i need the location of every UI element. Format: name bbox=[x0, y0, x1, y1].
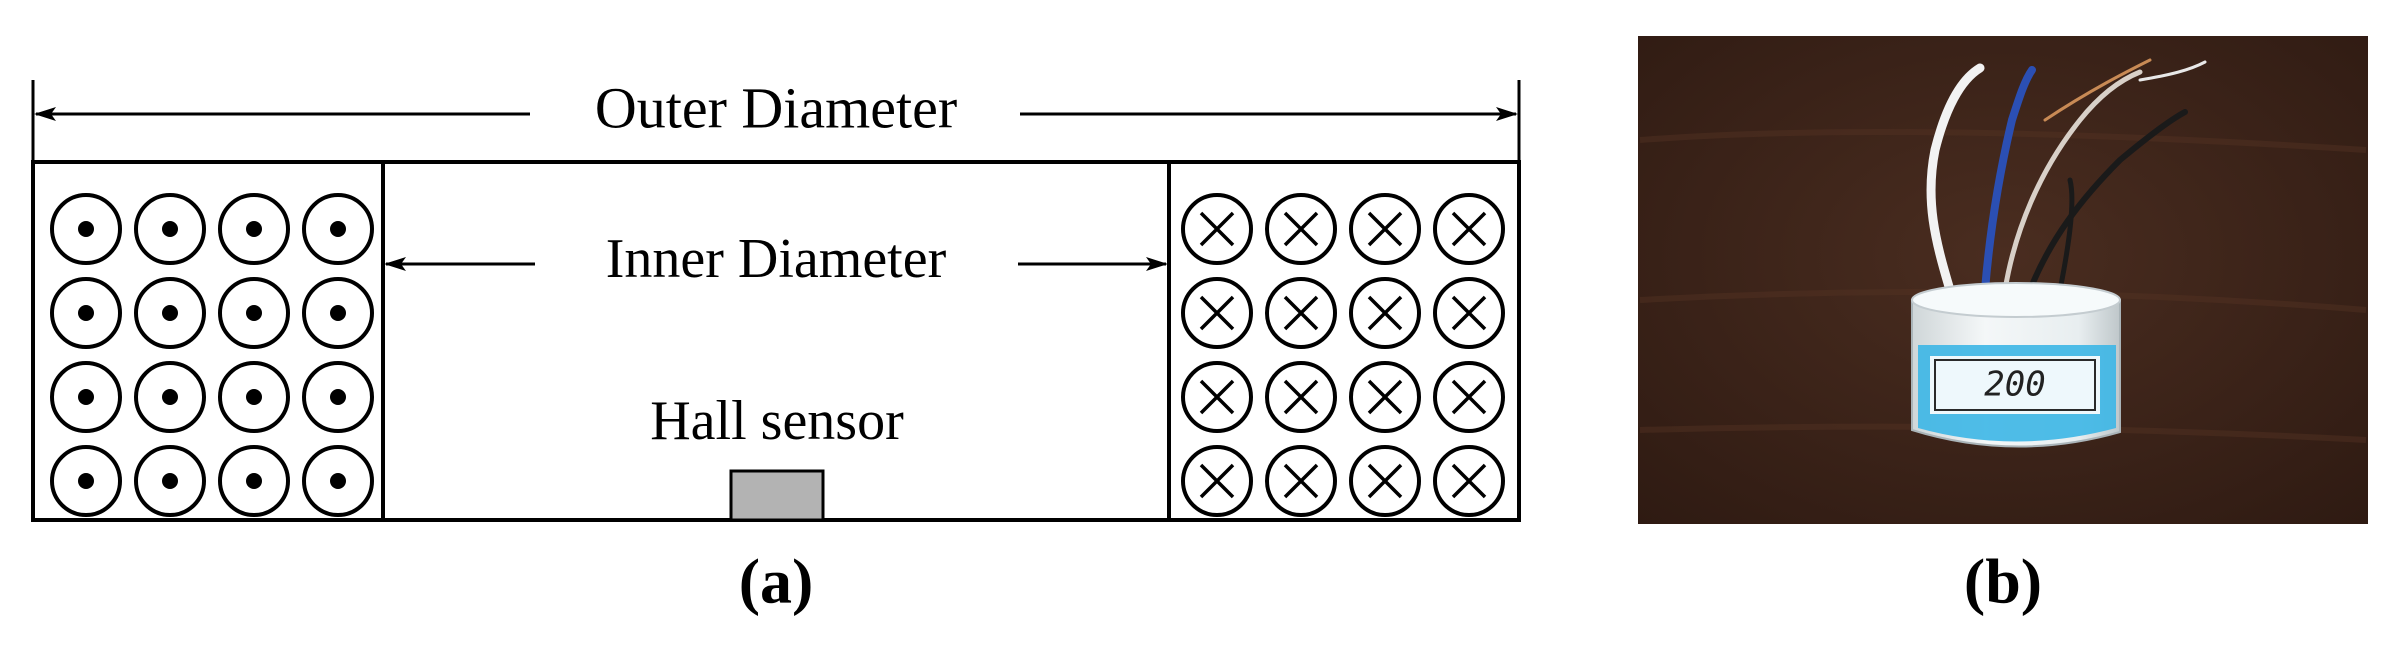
current-in-cross-icon bbox=[1283, 211, 1319, 247]
panel-a-diagram: Outer Diameter Inner Diameter Hall senso… bbox=[31, 75, 1521, 617]
current-in-cross-icon bbox=[1451, 379, 1487, 415]
current-in-cross-icon bbox=[1367, 463, 1403, 499]
left-winding-dots bbox=[50, 193, 374, 517]
current-in-cross-icon bbox=[1283, 463, 1319, 499]
tape-label-area bbox=[1930, 356, 2100, 414]
current-in-cross-icon bbox=[1367, 379, 1403, 415]
current-out-dot-icon bbox=[246, 473, 262, 489]
caption-b: (b) bbox=[1964, 546, 2042, 617]
current-out-dot-icon bbox=[162, 473, 178, 489]
current-out-dot-icon bbox=[162, 221, 178, 237]
right-winding-crosses bbox=[1181, 193, 1505, 517]
coil-former: 200 bbox=[1911, 282, 2121, 448]
current-out-dot-icon bbox=[162, 305, 178, 321]
current-out-dot-icon bbox=[78, 389, 94, 405]
current-in-cross-icon bbox=[1283, 379, 1319, 415]
current-in-cross-icon bbox=[1367, 295, 1403, 331]
current-in-cross-icon bbox=[1451, 463, 1487, 499]
current-out-dot-icon bbox=[78, 305, 94, 321]
caption-a: (a) bbox=[739, 546, 814, 617]
current-out-dot-icon bbox=[78, 221, 94, 237]
hall-sensor bbox=[729, 469, 825, 522]
current-in-cross-icon bbox=[1199, 295, 1235, 331]
current-in-cross-icon bbox=[1283, 295, 1319, 331]
photo-background bbox=[1638, 36, 2368, 524]
current-out-dot-icon bbox=[330, 305, 346, 321]
current-out-dot-icon bbox=[162, 389, 178, 405]
current-out-dot-icon bbox=[246, 221, 262, 237]
coil-label-200: 200 bbox=[1984, 365, 2045, 405]
hall-sensor-label: Hall sensor bbox=[650, 390, 904, 452]
current-out-dot-icon bbox=[330, 221, 346, 237]
current-in-cross-icon bbox=[1451, 295, 1487, 331]
current-in-cross-icon bbox=[1199, 211, 1235, 247]
current-out-dot-icon bbox=[330, 389, 346, 405]
current-in-cross-icon bbox=[1199, 463, 1235, 499]
inner-diameter-label: Inner Diameter bbox=[606, 228, 947, 290]
current-out-dot-icon bbox=[246, 305, 262, 321]
current-in-cross-icon bbox=[1199, 379, 1235, 415]
panel-b-photo: 200 (b) bbox=[1638, 36, 2368, 617]
outer-diameter-label: Outer Diameter bbox=[595, 75, 957, 140]
current-out-dot-icon bbox=[78, 473, 94, 489]
current-in-cross-icon bbox=[1451, 211, 1487, 247]
coil-wires bbox=[1926, 58, 2207, 295]
current-out-dot-icon bbox=[246, 389, 262, 405]
current-out-dot-icon bbox=[330, 473, 346, 489]
current-in-cross-icon bbox=[1367, 211, 1403, 247]
